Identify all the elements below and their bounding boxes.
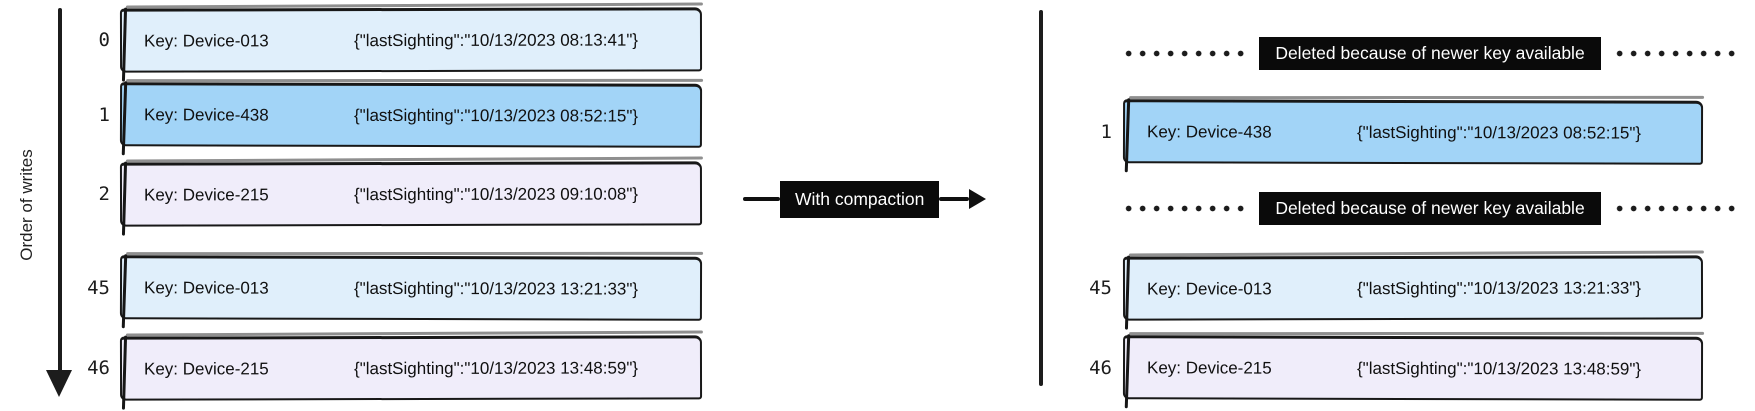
log-record: Key: Device-215 {"lastSighting":"10/13/2… <box>1122 335 1704 401</box>
record-index: 46 <box>1089 357 1112 379</box>
record-key: Key: Device-215 <box>1146 357 1272 378</box>
record-key: Key: Device-438 <box>1146 121 1272 142</box>
log-record: Key: Device-013 {"lastSighting":"10/13/2… <box>1122 255 1704 321</box>
record-index: 2 <box>98 183 110 205</box>
dotted-line <box>1118 49 1252 57</box>
record-index: 1 <box>1100 121 1112 143</box>
deleted-notice-label: Deleted because of newer key available <box>1259 191 1601 225</box>
deleted-notice-label: Deleted because of newer key available <box>1259 36 1601 70</box>
record-index: 0 <box>98 29 110 51</box>
record-index: 45 <box>87 277 110 299</box>
record-value: {"lastSighting":"10/13/2023 08:52:15"} <box>353 105 639 126</box>
record-key: Key: Device-215 <box>143 184 269 205</box>
record-index: 1 <box>98 104 110 126</box>
record-key: Key: Device-438 <box>143 104 269 125</box>
order-of-writes-axis-label: Order of writes <box>17 149 36 261</box>
log-record: Key: Device-013 {"lastSighting":"10/13/2… <box>119 7 703 73</box>
record-value: {"lastSighting":"10/13/2023 13:21:33"} <box>353 278 639 299</box>
record-value: {"lastSighting":"10/13/2023 13:48:59"} <box>353 358 639 378</box>
with-compaction-label: With compaction <box>780 180 940 218</box>
record-index: 45 <box>1089 277 1112 299</box>
dotted-line <box>1608 204 1742 212</box>
right-arrowhead-icon <box>969 189 987 209</box>
log-record: Key: Device-438 {"lastSighting":"10/13/2… <box>1122 99 1704 165</box>
log-record: Key: Device-215 {"lastSighting":"10/13/2… <box>119 161 703 227</box>
log-record: Key: Device-215 {"lastSighting":"10/13/2… <box>119 335 703 401</box>
record-value: {"lastSighting":"10/13/2023 13:48:59"} <box>1356 358 1642 379</box>
log-record: Key: Device-438 {"lastSighting":"10/13/2… <box>119 82 703 148</box>
record-key: Key: Device-013 <box>1146 278 1272 299</box>
record-key: Key: Device-215 <box>143 358 269 379</box>
log-record: Key: Device-013 {"lastSighting":"10/13/2… <box>119 255 703 321</box>
record-index: 46 <box>87 357 110 379</box>
arrow-line <box>743 197 780 201</box>
record-value: {"lastSighting":"10/13/2023 08:52:15"} <box>1356 122 1642 143</box>
record-value: {"lastSighting":"10/13/2023 09:10:08"} <box>353 184 639 204</box>
dotted-line <box>1608 49 1742 57</box>
record-value: {"lastSighting":"10/13/2023 13:21:33"} <box>1356 278 1642 298</box>
record-key: Key: Device-013 <box>143 277 269 298</box>
dotted-line <box>1118 204 1252 212</box>
compacted-log-axis-line <box>1039 10 1043 386</box>
order-of-writes-axis-line <box>58 8 62 372</box>
down-arrowhead-icon <box>46 370 72 397</box>
record-value: {"lastSighting":"10/13/2023 08:13:41"} <box>353 30 639 50</box>
arrow-line <box>939 197 970 201</box>
with-compaction-arrow: With compaction <box>743 179 987 219</box>
record-key: Key: Device-013 <box>143 30 269 51</box>
deleted-record-row: Deleted because of newer key available <box>1110 36 1750 70</box>
deleted-record-row: Deleted because of newer key available <box>1110 191 1750 225</box>
